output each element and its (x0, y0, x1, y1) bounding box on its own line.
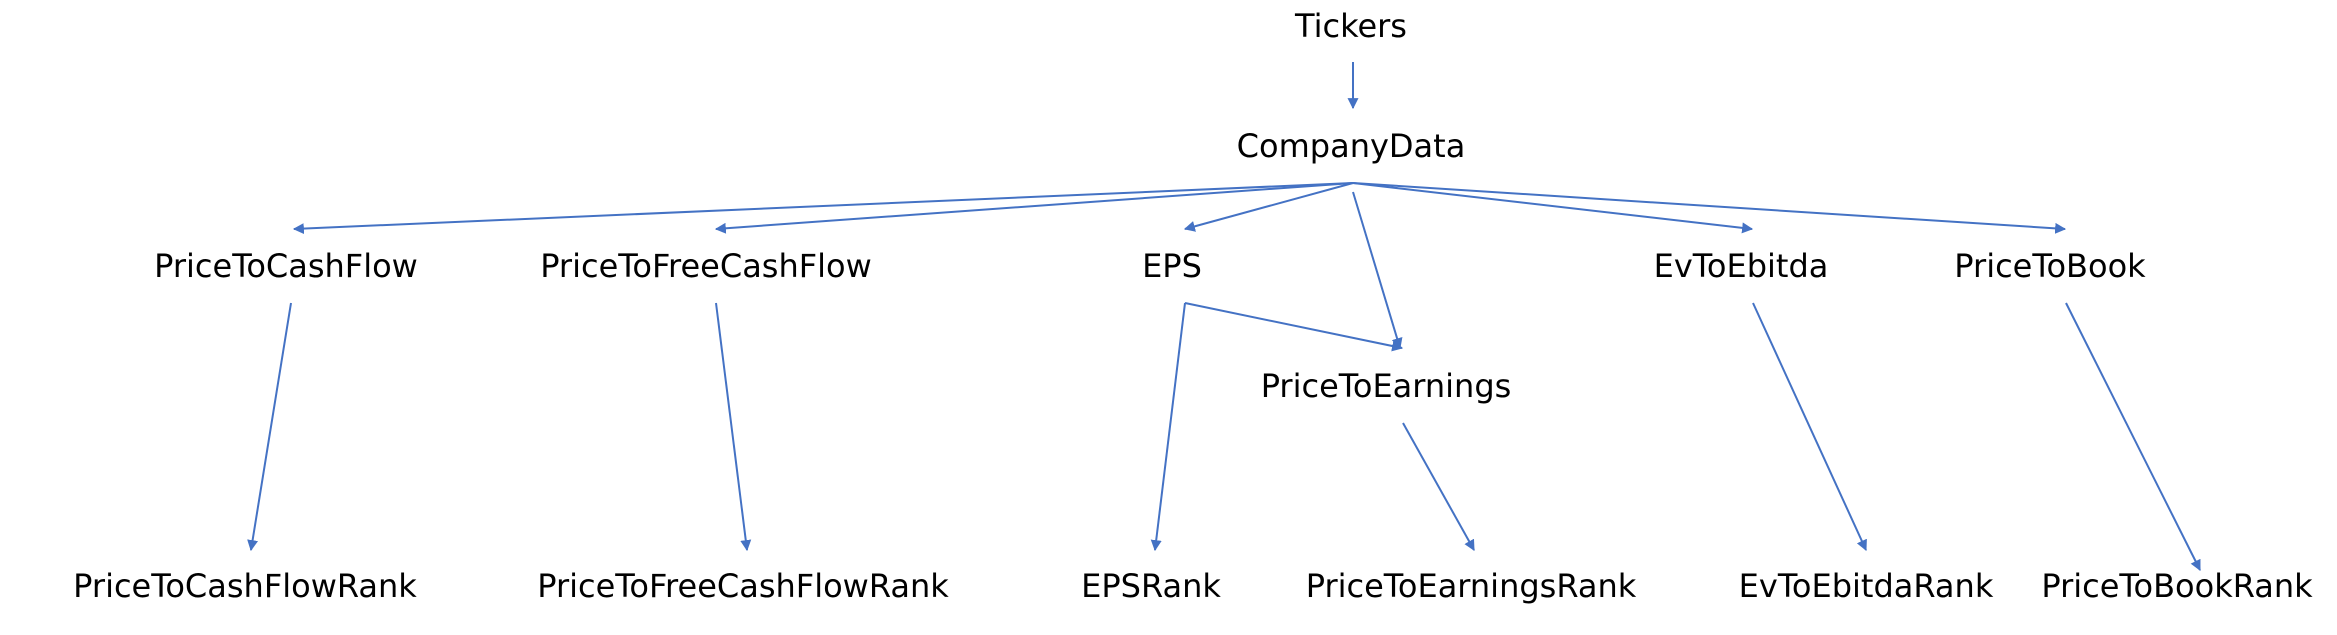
edge-companydata-pricetofreecashflow (714, 182, 1354, 234)
edge-companydata-pricetoearnings (1352, 191, 1403, 350)
node-tickers: Tickers (1294, 7, 1407, 45)
node-price-to-cash-flow: PriceToCashFlow (154, 247, 418, 285)
edge-pricetobook-rank (2065, 302, 2201, 571)
node-price-to-earnings-rank: PriceToEarningsRank (1306, 567, 1637, 605)
node-price-to-earnings: PriceToEarnings (1261, 367, 1512, 405)
node-price-to-book-rank: PriceToBookRank (2041, 567, 2313, 605)
edge-companydata-eps (1183, 182, 1354, 232)
node-price-to-cash-flow-rank: PriceToCashFlowRank (73, 567, 417, 605)
edge-evtoebitda-rank (1752, 302, 1867, 552)
node-eps: EPS (1142, 247, 1202, 285)
node-company-data: CompanyData (1237, 127, 1466, 165)
edge-eps-pricetoearnings (1184, 302, 1404, 352)
nodes: Tickers CompanyData PriceToCashFlow Pric… (73, 7, 2313, 605)
node-price-to-free-cash-flow: PriceToFreeCashFlow (540, 247, 872, 285)
edges (247, 62, 2201, 571)
edge-companydata-evtoebitda (1352, 182, 1754, 234)
node-price-to-free-cash-flow-rank: PriceToFreeCashFlowRank (537, 567, 949, 605)
node-price-to-book: PriceToBook (1954, 247, 2146, 285)
edge-companydata-pricetocashflow (292, 182, 1354, 235)
edge-pricetofreecashflow-rank (715, 302, 752, 552)
edge-pricetoearnings-rank (1402, 422, 1475, 551)
node-ev-to-ebitda-rank: EvToEbitdaRank (1739, 567, 1994, 605)
node-eps-rank: EPSRank (1081, 567, 1221, 605)
edge-companydata-pricetobook (1352, 182, 2067, 234)
edge-pricetocashflow-rank (247, 302, 292, 552)
node-ev-to-ebitda: EvToEbitda (1654, 247, 1829, 285)
edge-eps-epsrank (1150, 302, 1186, 552)
